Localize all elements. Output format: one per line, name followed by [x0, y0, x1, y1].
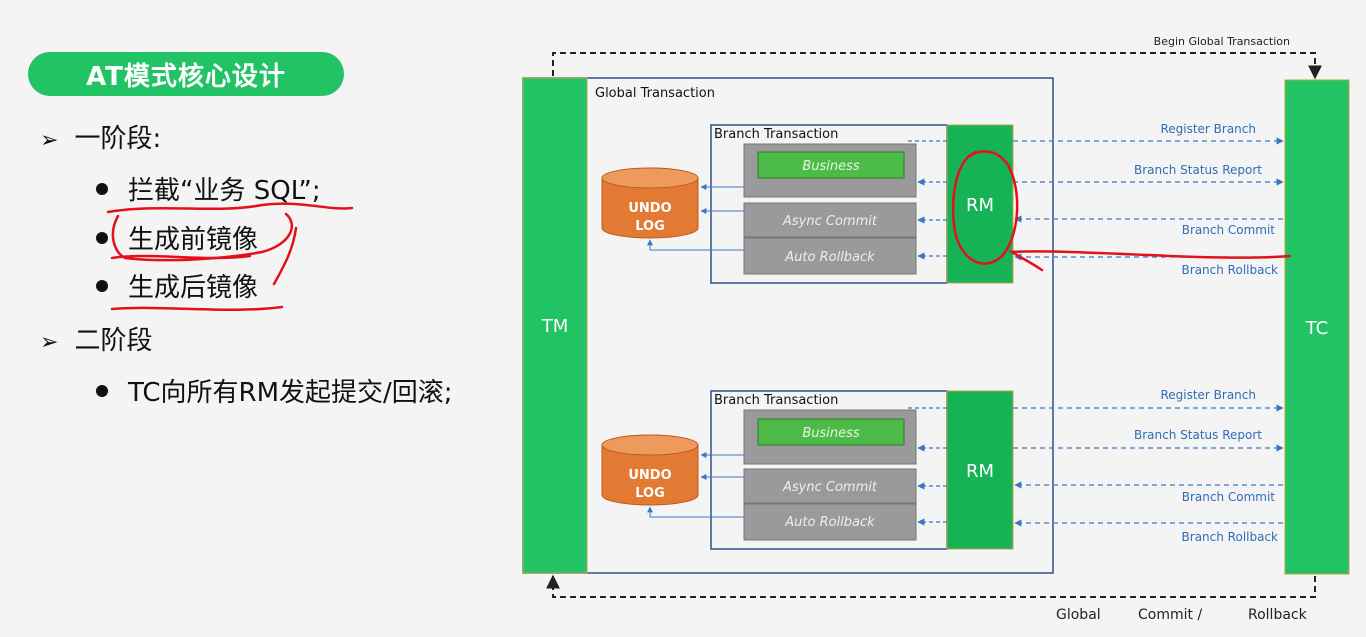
begin-global-transaction-label: Begin Global Transaction [1154, 35, 1290, 48]
rm-label: RM [966, 195, 994, 216]
async-commit-label: Async Commit [782, 214, 878, 229]
outline-item-intercept-sql: 拦截“业务 SQL”; [96, 170, 321, 207]
async-commit-block [743, 202, 917, 238]
tc-bar [1284, 79, 1350, 575]
title-text: AT模式核心设计 [86, 61, 286, 92]
diagram-annotations [951, 150, 1292, 272]
branch-rollback-label: Branch Rollback [1182, 530, 1279, 544]
branch-status-report-label: Branch Status Report [1134, 163, 1262, 177]
undo-log-database-icon: UNDO LOG [601, 434, 699, 506]
bottom-rollback-label: Rollback [1248, 607, 1308, 623]
underline-scribble [106, 202, 354, 214]
tm-bar [522, 77, 588, 574]
tm-label: TM [541, 316, 569, 337]
async-commit-label: Async Commit [782, 480, 878, 495]
register-branch-label: Register Branch [1160, 388, 1256, 402]
register-branch-label: Register Branch [1160, 122, 1256, 136]
svg-text:UNDO: UNDO [628, 201, 671, 216]
bullet-dot-icon [96, 182, 108, 195]
arrow-bullet-icon: ➢ [40, 128, 59, 153]
async-commit-block [743, 468, 917, 504]
underline-scribble [110, 305, 284, 312]
rm-label: RM [966, 461, 994, 482]
undo-log-database-icon: UNDO LOG [601, 167, 699, 239]
auto-rollback-label: Auto Rollback [784, 250, 875, 265]
rm-block [946, 390, 1014, 550]
outline-item-phase2: ➢二阶段 [40, 326, 153, 356]
tc-label: TC [1305, 318, 1329, 339]
business-label: Business [802, 159, 860, 174]
svg-text:LOG: LOG [635, 486, 665, 501]
bullet-dot-icon [96, 279, 108, 292]
auto-rollback-label: Auto Rollback [784, 515, 875, 530]
branch-transaction-2: Branch Transaction Business Async Commit… [601, 388, 1284, 550]
bullet-dot-icon [96, 231, 108, 244]
arrow-bullet-icon: ➢ [40, 330, 59, 355]
bullet-dot-icon [96, 384, 108, 397]
outline-item-after-image: 生成后镜像 [96, 267, 258, 304]
tick-scribble [272, 226, 298, 286]
branch-transaction-label: Branch Transaction [714, 393, 838, 408]
outline-item-phase1: ➢一阶段: [40, 124, 162, 154]
begin-global-transaction-line [552, 52, 1322, 80]
bracket-scribble [111, 212, 294, 262]
branch-transaction-1: Branch Transaction Business Async Commit… [601, 122, 1284, 284]
title-badge: AT模式核心设计 [28, 52, 344, 96]
branch-commit-label: Branch Commit [1182, 490, 1276, 504]
rollback-arrow-scribble [1008, 250, 1292, 272]
branch-commit-label: Branch Commit [1182, 223, 1276, 237]
branch-status-report-label: Branch Status Report [1134, 428, 1262, 442]
outline-item-tc-commit-rollback: TC向所有RM发起提交/回滚; [96, 372, 453, 409]
svg-text:UNDO: UNDO [628, 468, 671, 483]
global-transaction-label: Global Transaction [595, 86, 715, 101]
auto-rollback-block [743, 503, 917, 541]
underline-scribble [110, 254, 252, 260]
svg-text:LOG: LOG [635, 219, 665, 234]
handwritten-annotations [106, 202, 354, 312]
branch-transaction-label: Branch Transaction [714, 127, 838, 142]
branch-rollback-label: Branch Rollback [1182, 263, 1279, 277]
global-commit-rollback-line [546, 574, 1316, 598]
bottom-commit-label: Commit / [1138, 607, 1202, 623]
auto-rollback-block [743, 237, 917, 275]
rm-circle-scribble [951, 150, 1019, 265]
business-label: Business [802, 426, 860, 441]
outline-item-before-image: 生成前镜像 [96, 219, 258, 256]
bottom-global-label: Global [1056, 607, 1101, 623]
